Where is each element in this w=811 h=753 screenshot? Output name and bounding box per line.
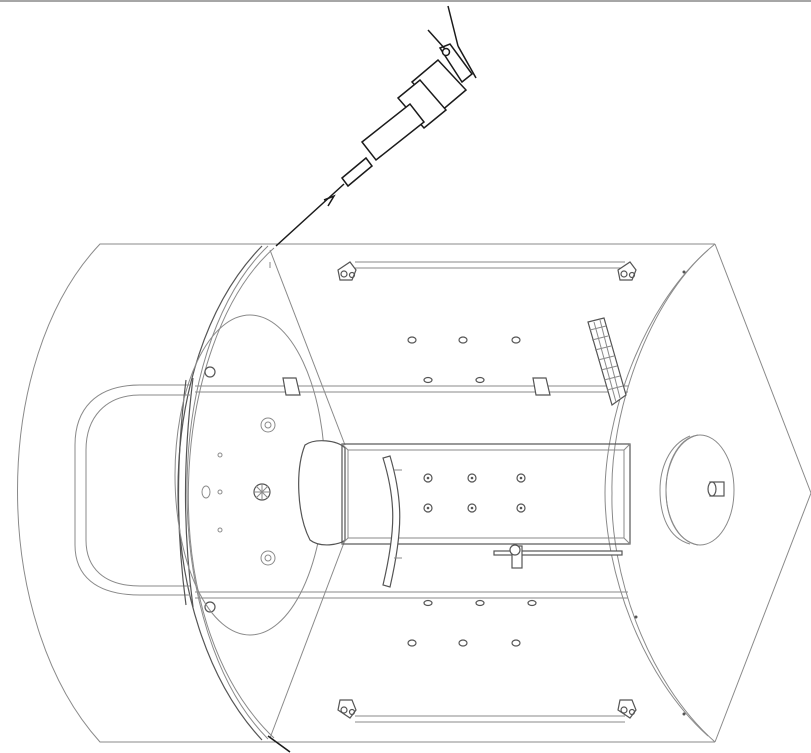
drill-guide-line [267,735,291,753]
drill-tool [275,5,477,247]
panel-dot [682,270,686,274]
door-frame-bars [177,366,216,613]
shelf-rack [587,317,627,406]
headrest-pillow [298,440,346,546]
grab-handle [382,455,401,588]
seat-outline [74,384,190,596]
panel-dot [634,615,638,619]
panel-dot [682,712,686,716]
overhead-shower-unit [659,434,735,546]
shelf-brackets [282,377,551,396]
back-panel-recess [341,443,631,545]
upper-panel-jets [407,336,521,384]
bottom-hinges [337,699,637,719]
cabin-body [195,243,811,743]
shower-slide-bar [493,544,623,569]
frame-top-border [0,0,811,2]
lower-panel-jets [407,599,537,647]
curved-door-outer [17,243,275,743]
top-hinges [337,261,637,281]
grab-handle-mounts [394,469,402,559]
back-panel-jets [423,473,526,513]
